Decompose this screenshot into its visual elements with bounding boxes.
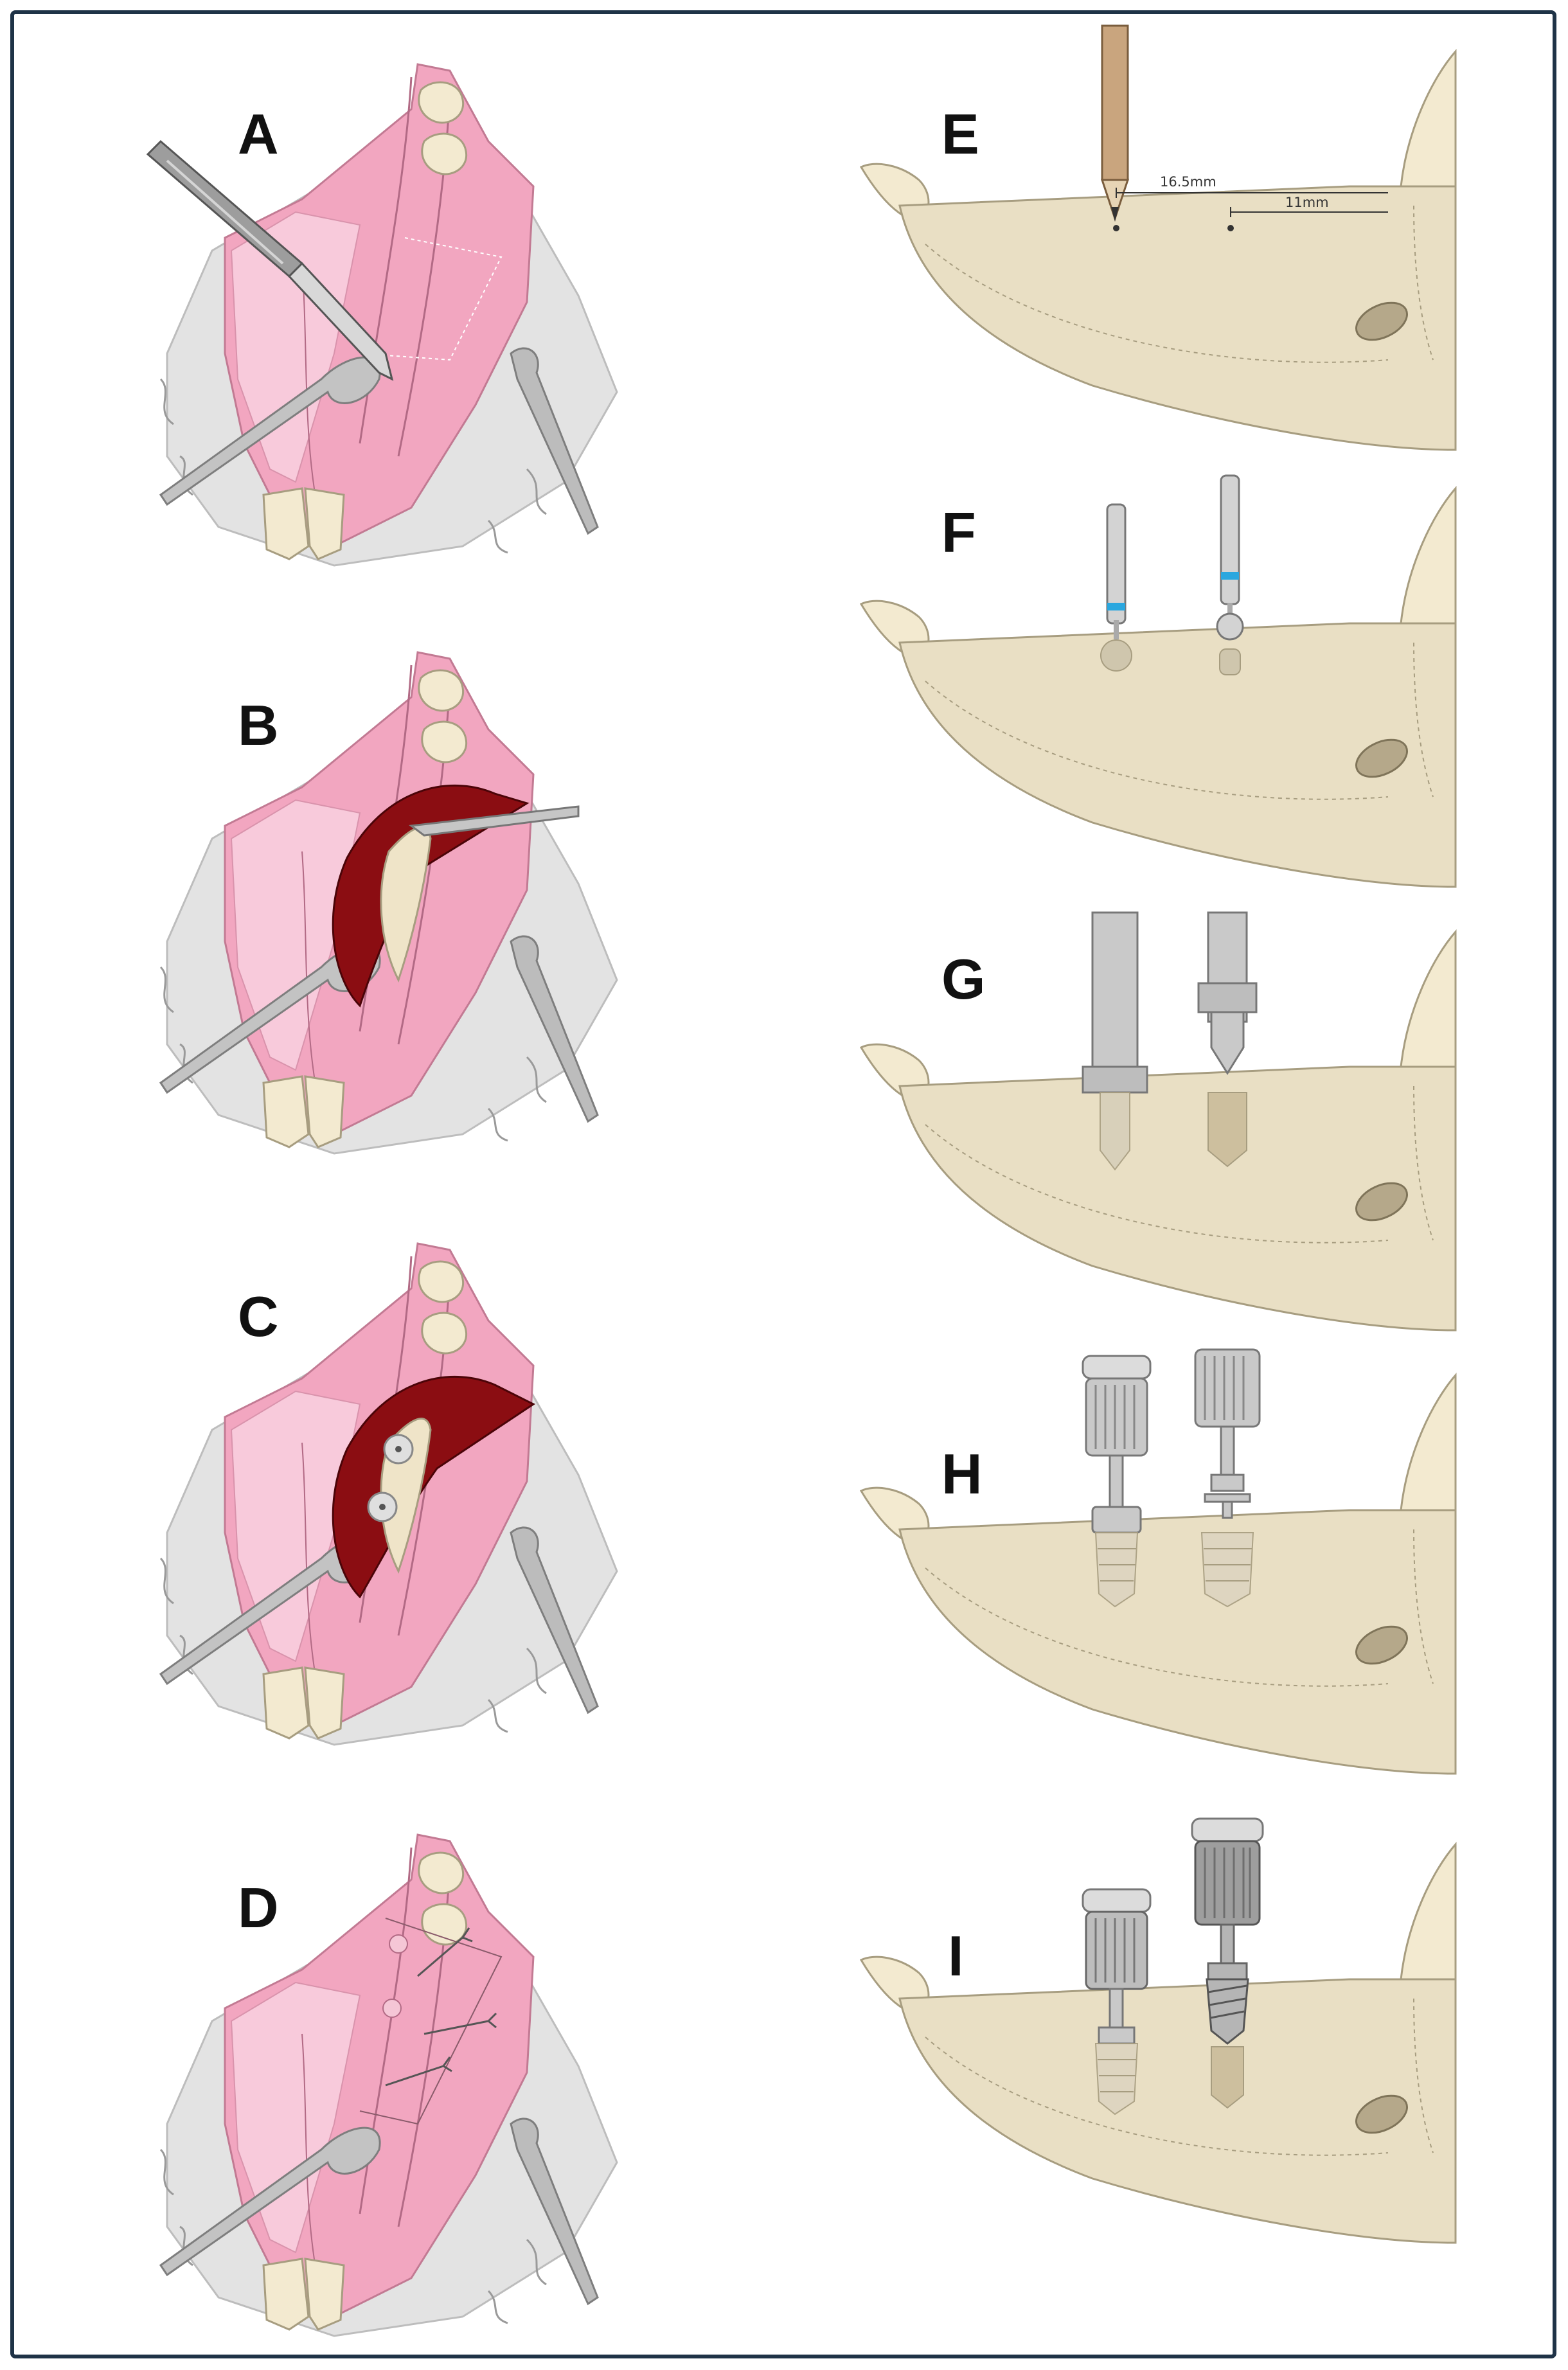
- scalpel-icon: [146, 139, 394, 381]
- sutures-icon: [359, 1918, 503, 2125]
- driver-icon-2: [1194, 1348, 1261, 1608]
- panel-h-illustration: [860, 1348, 1457, 1775]
- implant-icon-2: [1191, 1817, 1264, 2109]
- bur-icon-2: [1216, 474, 1244, 675]
- panel-label-c: C: [238, 1285, 279, 1348]
- panel-c-illustration: [159, 1242, 618, 1746]
- panel-label-a: A: [238, 102, 279, 166]
- panel-label-h: H: [941, 1442, 983, 1506]
- measurement-16-5mm: 16.5mm: [1160, 174, 1216, 190]
- measurement-11mm: 11mm: [1285, 195, 1329, 210]
- mark-point-1: [1113, 225, 1119, 231]
- panel-i-illustration: [860, 1817, 1457, 2244]
- driver-icon-1: [1082, 1355, 1152, 1608]
- panel-g-illustration: [860, 911, 1457, 1332]
- measurement-lines: [1116, 188, 1388, 217]
- panel-label-d: D: [238, 1876, 279, 1939]
- implant-site-icon: [332, 1375, 535, 1599]
- bur-icon-1: [1100, 503, 1132, 672]
- panel-f-illustration: [860, 474, 1457, 888]
- panel-label-i: I: [948, 1924, 964, 1988]
- panel-label-g: G: [941, 947, 986, 1011]
- panel-a-illustration: [146, 63, 618, 567]
- panel-label-f: F: [941, 501, 976, 564]
- panel-e-illustration: 16.5mm 11mm: [860, 24, 1457, 451]
- drill-icon-1: [1082, 911, 1148, 1171]
- implant-icon-1: [1082, 1888, 1152, 2116]
- flap-icon: [332, 784, 580, 1008]
- pencil-icon: [1100, 24, 1130, 222]
- mark-point-2: [1227, 225, 1234, 231]
- panel-d-illustration: [159, 1833, 618, 2337]
- drill-icon-2: [1197, 911, 1258, 1168]
- panel-label-e: E: [941, 102, 979, 166]
- panel-label-b: B: [238, 693, 279, 757]
- figure-border: [10, 10, 1556, 2358]
- panel-b-illustration: [159, 651, 618, 1155]
